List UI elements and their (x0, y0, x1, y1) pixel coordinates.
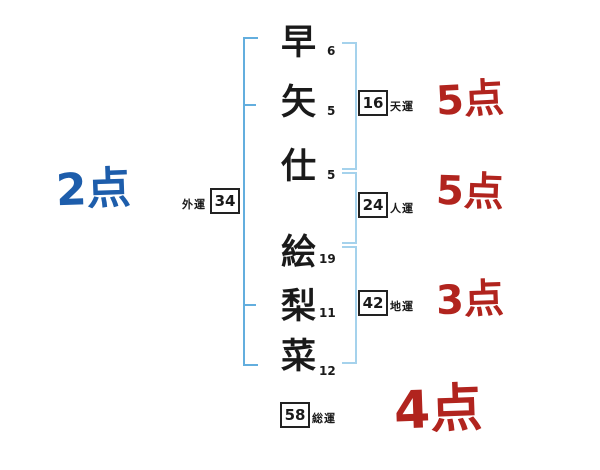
stroke-count: 5 (327, 104, 336, 118)
stroke-count: 11 (319, 306, 336, 320)
outer-luck-score: 2点 (55, 162, 132, 217)
total-luck-score: 4点 (392, 378, 484, 442)
earth-luck-label: 地運 (390, 300, 414, 313)
name-character: 早 (281, 23, 317, 63)
name-character: 絵 (281, 233, 317, 273)
stroke-count: 12 (319, 364, 336, 378)
earth-luck-bracket (342, 246, 357, 364)
stroke-count: 19 (319, 252, 336, 266)
name-character: 菜 (281, 337, 317, 377)
heaven-luck-label: 天運 (390, 100, 414, 113)
heaven-luck-bracket (342, 42, 357, 170)
person-luck-label: 人運 (390, 202, 414, 215)
person-luck-value-box: 24 (358, 192, 388, 218)
outer-luck-value-box: 34 (210, 188, 240, 214)
heaven-luck-score: 5点 (434, 75, 506, 125)
name-character: 仕 (281, 147, 317, 187)
heaven-luck-value-box: 16 (358, 90, 388, 116)
person-luck-score: 5点 (435, 167, 505, 217)
stroke-count: 5 (327, 168, 336, 182)
outer-luck-label: 外運 (182, 198, 206, 211)
bracket-tick (243, 104, 256, 106)
person-luck-bracket (342, 172, 357, 244)
bracket-tick (243, 304, 256, 306)
name-character: 矢 (281, 83, 317, 123)
total-luck-label: 総運 (312, 412, 336, 425)
total-luck-value-box: 58 (280, 402, 310, 428)
outer-luck-bracket (243, 37, 258, 366)
name-character: 梨 (281, 287, 317, 327)
earth-luck-score: 3点 (435, 275, 505, 325)
stroke-count: 6 (327, 44, 336, 58)
earth-luck-value-box: 42 (358, 290, 388, 316)
